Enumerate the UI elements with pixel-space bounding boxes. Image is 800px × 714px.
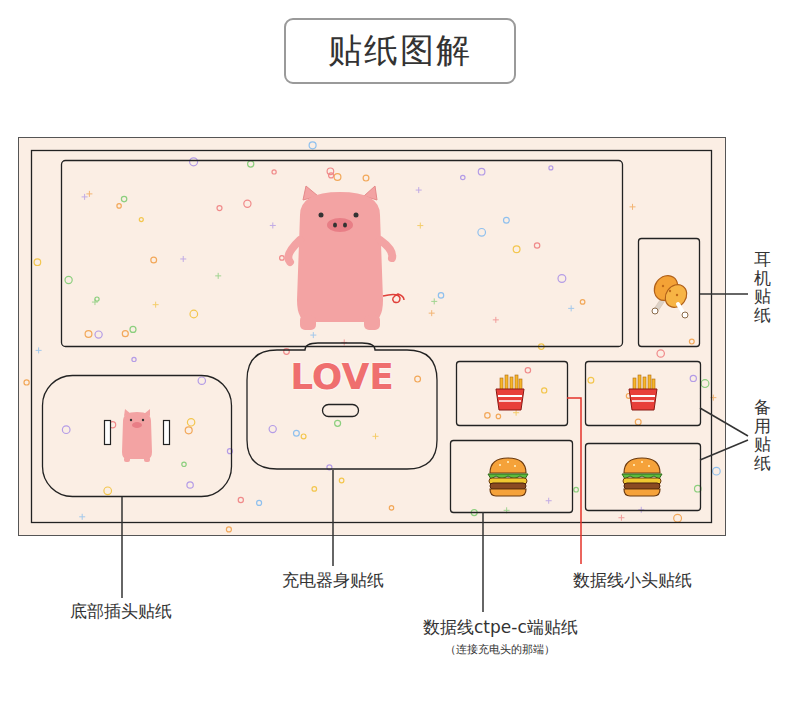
confetti-dot	[438, 293, 443, 298]
confetti-dot	[630, 204, 636, 210]
confetti-dot	[335, 420, 341, 426]
confetti-dot	[657, 350, 664, 357]
callout-label: 数据线小头贴纸	[573, 569, 692, 592]
confetti-dot	[185, 427, 192, 434]
confetti-dot	[504, 217, 510, 223]
confetti-dot	[580, 300, 585, 305]
confetti-dot	[122, 331, 128, 337]
confetti-dot	[95, 297, 99, 301]
confetti-dot	[310, 332, 316, 338]
confetti-dot	[198, 377, 205, 384]
confetti-dot	[690, 375, 696, 381]
confetti-dot	[238, 497, 243, 502]
confetti-dot	[415, 376, 421, 382]
confetti-dot	[187, 482, 193, 488]
confetti-dot	[431, 298, 437, 304]
confetti-dot	[182, 462, 186, 466]
confetti-dot	[549, 166, 553, 170]
confetti-dot	[542, 388, 547, 393]
confetti-dot	[270, 222, 276, 228]
title-box: 贴纸图解	[284, 18, 516, 84]
confetti-dot	[493, 317, 499, 323]
confetti-dot	[217, 206, 222, 211]
confetti-dot	[132, 357, 136, 361]
confetti-dot	[190, 310, 198, 318]
charger-body-sticker: LOVE	[247, 350, 437, 402]
confetti-dot	[638, 507, 644, 513]
confetti-dot	[117, 204, 121, 208]
confetti-dot	[478, 229, 486, 237]
confetti-dot	[294, 430, 300, 436]
confetti-dot	[417, 223, 423, 229]
confetti-dot	[130, 326, 136, 332]
confetti-dot	[713, 467, 721, 475]
note-label: （连接充电头的那端）	[445, 642, 555, 657]
confetti-dot	[215, 273, 221, 279]
confetti-dot	[301, 434, 306, 439]
confetti-dot	[269, 426, 276, 433]
confetti-dot	[34, 259, 41, 266]
confetti-dot	[65, 276, 72, 283]
confetti-dot	[635, 419, 641, 425]
confetti-dot	[85, 331, 92, 338]
confetti-dot	[272, 170, 276, 174]
confetti-dot	[574, 487, 579, 492]
confetti-dot	[151, 257, 157, 263]
confetti-dot	[558, 275, 566, 283]
confetti-dot	[86, 191, 92, 197]
confetti-dot	[701, 380, 709, 388]
confetti-dot	[153, 302, 159, 308]
confetti-dot	[190, 158, 198, 166]
confetti-dot	[226, 527, 231, 532]
love-text: LOVE	[290, 356, 394, 397]
confetti-dot	[121, 196, 126, 201]
callout-label: 充电器身贴纸	[282, 569, 384, 592]
confetti-dot	[36, 347, 42, 353]
confetti-dot	[180, 256, 186, 262]
callout-label: 耳机贴纸	[754, 250, 771, 325]
confetti-dot	[309, 142, 316, 149]
confetti-dot	[312, 487, 317, 492]
confetti-dot	[92, 299, 98, 305]
confetti-dot	[62, 426, 70, 434]
confetti-dot	[104, 487, 112, 495]
confetti-dot	[79, 514, 85, 520]
confetti-dot	[24, 380, 29, 385]
confetti-dot	[513, 410, 519, 416]
confetti-dot	[461, 175, 465, 179]
confetti-dot	[429, 310, 435, 316]
confetti-dot	[525, 368, 530, 373]
confetti-dot	[139, 218, 143, 222]
confetti-dot	[373, 433, 379, 439]
confetti-dot	[478, 168, 485, 175]
confetti-dot	[95, 331, 102, 338]
title-text: 贴纸图解	[328, 28, 472, 74]
callout-label: 底部插头贴纸	[70, 600, 172, 623]
confetti-dot	[334, 174, 341, 181]
confetti-dot	[416, 187, 422, 193]
confetti-dot	[389, 506, 393, 510]
confetti-dot	[248, 161, 254, 167]
confetti-dot	[568, 305, 574, 311]
confetti-dot	[485, 413, 490, 418]
confetti-dot	[513, 246, 520, 253]
confetti-dot	[339, 478, 344, 483]
confetti-dot	[244, 200, 251, 207]
callout-label: 备用贴纸	[754, 398, 771, 473]
confetti-dot	[689, 339, 694, 344]
confetti-dot	[496, 414, 500, 418]
confetti-dot	[674, 514, 682, 522]
confetti-dot	[534, 243, 539, 248]
confetti-dot	[280, 256, 285, 261]
callout-label: 数据线ctpe-c端贴纸	[423, 616, 578, 639]
confetti-dot	[618, 515, 624, 521]
confetti-dot	[329, 173, 334, 178]
confetti-dot	[187, 419, 194, 426]
confetti-dot	[588, 377, 594, 383]
confetti-dot	[546, 498, 552, 504]
confetti-dot	[82, 194, 88, 200]
confetti-dot	[363, 175, 369, 181]
confetti-dot	[257, 500, 262, 505]
